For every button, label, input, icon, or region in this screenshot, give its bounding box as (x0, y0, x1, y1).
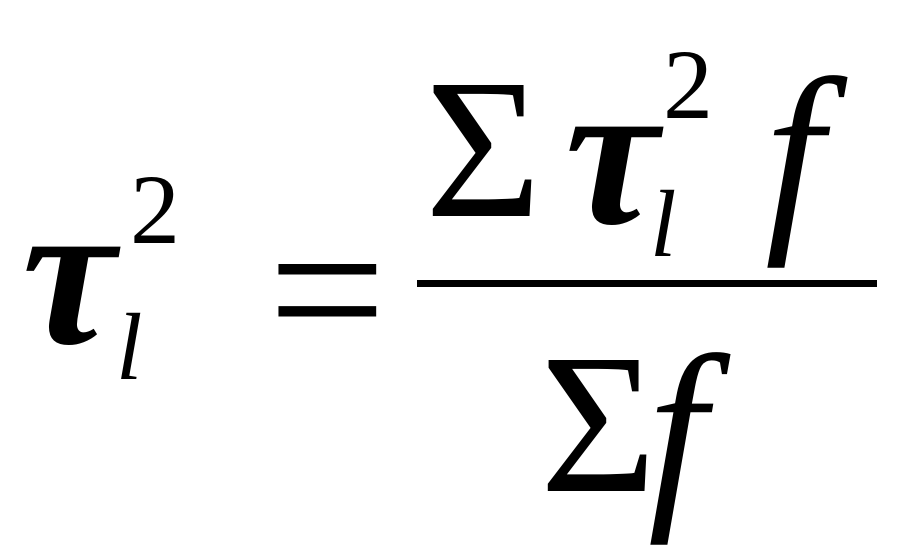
lhs-superscript: 2 (130, 154, 180, 265)
numerator-superscript: 2 (663, 29, 713, 140)
denominator-frequency-symbol: f (648, 314, 707, 546)
lhs-subscript: l (116, 294, 143, 400)
numerator-tau-symbol: τ (565, 37, 659, 269)
lhs-tau-symbol: τ (22, 157, 116, 389)
fraction-bar (417, 280, 877, 287)
numerator-frequency-symbol: f (765, 37, 824, 269)
numerator-subscript: l (650, 171, 677, 277)
numerator-sum-symbol: Σ (425, 39, 542, 260)
denominator-sum-symbol: Σ (540, 314, 657, 535)
equals-sign: = (268, 174, 387, 406)
